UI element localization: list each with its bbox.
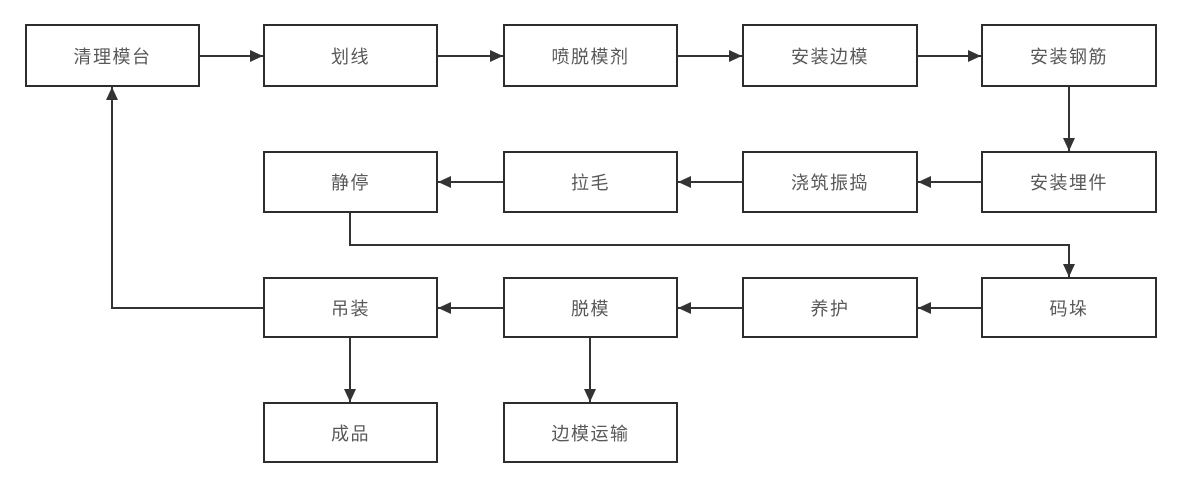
node-stacking: 码垛	[981, 277, 1157, 338]
edge-hoisting-to-clean	[106, 87, 263, 309]
node-roughening: 拉毛	[503, 151, 678, 213]
node-clean-mold-table: 清理模台	[25, 24, 200, 87]
node-side-form-transport: 边模运输	[503, 402, 678, 463]
edge-resting-to-stacking	[349, 213, 1075, 277]
node-demolding: 脱模	[503, 277, 678, 338]
node-marking: 划线	[263, 24, 438, 87]
node-finished-product: 成品	[263, 402, 438, 463]
node-curing: 养护	[742, 277, 918, 338]
node-spray-release-agent: 喷脱模剂	[503, 24, 678, 87]
node-install-rebar: 安装钢筋	[981, 24, 1157, 87]
node-hoisting: 吊装	[263, 277, 438, 338]
node-resting: 静停	[263, 151, 438, 213]
node-install-side-forms: 安装边模	[742, 24, 918, 87]
node-install-embedded-parts: 安装埋件	[981, 151, 1157, 213]
node-pour-and-vibrate: 浇筑振捣	[742, 151, 918, 213]
